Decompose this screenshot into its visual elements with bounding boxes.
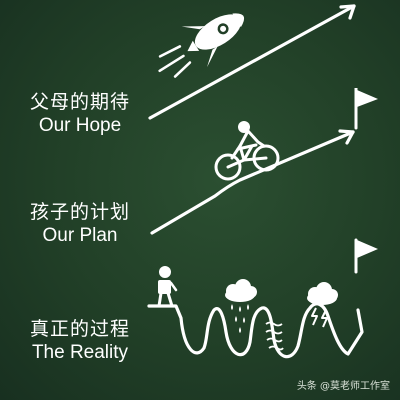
flag-icon <box>354 88 378 130</box>
wave-lines <box>265 321 284 351</box>
caption-hope-english: Our Hope <box>38 115 122 137</box>
watermark: 头条 @莫老师工作室 <box>296 381 390 392</box>
caption-the-reality: 真正的过程 The Reality <box>0 318 160 364</box>
rocket-icon <box>158 13 245 78</box>
caption-our-hope: 父母的期待 Our Hope <box>0 91 160 137</box>
caption-reality-chinese: 真正的过程 <box>29 318 130 340</box>
rain-cloud-icon <box>225 279 257 333</box>
cyclist-icon <box>214 121 280 181</box>
caption-plan-english: Our Plan <box>42 225 118 247</box>
flag-icon <box>354 238 378 274</box>
caption-our-plan: 孩子的计划 Our Plan <box>0 201 160 247</box>
plan-arrow <box>150 129 355 235</box>
reality-path <box>147 302 364 359</box>
caption-plan-chinese: 孩子的计划 <box>29 201 130 223</box>
caption-hope-chinese: 父母的期待 <box>29 91 130 113</box>
storm-cloud-icon <box>307 282 338 328</box>
caption-reality-english: The Reality <box>31 342 129 364</box>
hope-arrow <box>148 4 356 120</box>
walking-person-icon <box>157 266 178 308</box>
